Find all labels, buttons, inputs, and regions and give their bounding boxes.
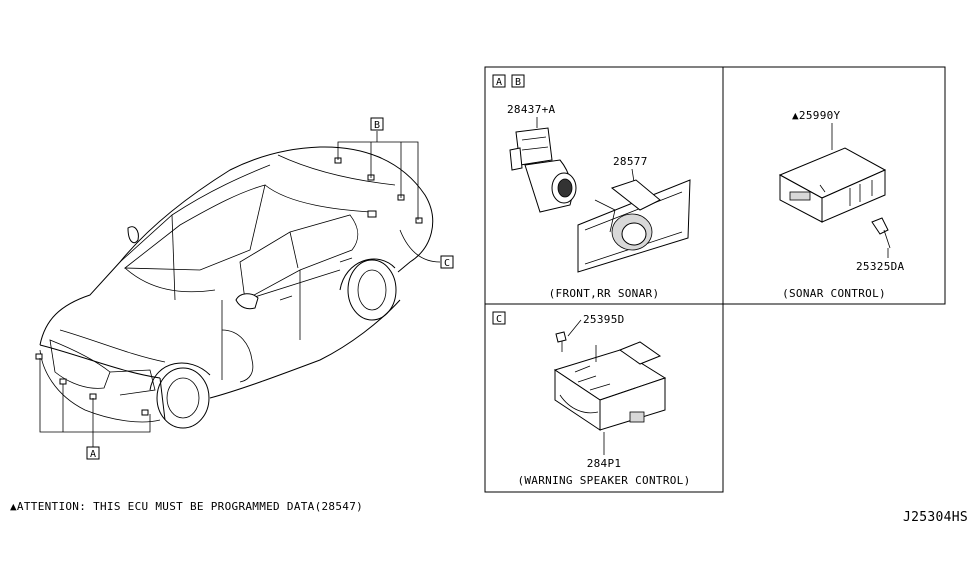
vehicle-illustration bbox=[35, 146, 434, 429]
attention-note: ▲ATTENTION: THIS ECU MUST BE PROGRAMMED … bbox=[10, 500, 363, 513]
svg-text:B: B bbox=[374, 120, 380, 131]
bolt-25325da-drawing bbox=[871, 217, 891, 249]
svg-text:B: B bbox=[515, 77, 521, 88]
part-number-speaker-control: 284P1 bbox=[587, 457, 622, 470]
svg-text:A: A bbox=[90, 449, 96, 460]
caption-warning-speaker: (WARNING SPEAKER CONTROL) bbox=[517, 474, 690, 487]
leader-lines-b bbox=[337, 131, 419, 220]
sonar-sensor-drawing bbox=[509, 127, 577, 213]
caption-sonar-control: (SONAR CONTROL) bbox=[782, 287, 886, 300]
callout-car-c: C bbox=[440, 255, 454, 269]
panel-grid bbox=[484, 66, 946, 493]
caption-front-rr-sonar: (FRONT,RR SONAR) bbox=[549, 287, 660, 300]
part-number-control-unit: ▲25990Y bbox=[792, 109, 841, 122]
callout-car-b: B bbox=[370, 117, 384, 131]
leader-lines-a bbox=[39, 358, 151, 447]
svg-text:C: C bbox=[444, 258, 450, 269]
part-number-bracket: 28577 bbox=[613, 155, 648, 168]
panel-front-rr-sonar: A B 28437+A 28577 (FRONT,RR SONAR) bbox=[492, 74, 691, 300]
diagram-code: J25304HS bbox=[903, 510, 968, 525]
leader-line-c bbox=[399, 229, 441, 263]
speaker-control-drawing bbox=[553, 341, 667, 431]
svg-text:A: A bbox=[496, 77, 502, 88]
part-number-sensor: 28437+A bbox=[507, 103, 556, 116]
part-number-bolt-2: 25395D bbox=[583, 313, 625, 326]
bolt-25395d-drawing bbox=[555, 331, 567, 352]
panel-warning-speaker-control: C 25395D 284P1 (WARNING SPEAKER CONTROL) bbox=[492, 311, 690, 487]
sonar-control-unit-drawing bbox=[778, 147, 887, 223]
part-number-bolt-1: 25325DA bbox=[856, 260, 905, 273]
sonar-bracket-drawing bbox=[577, 179, 691, 273]
svg-text:C: C bbox=[496, 314, 502, 325]
panel-sonar-control: ▲25990Y 25325DA (SONAR CONTROL) bbox=[778, 109, 905, 300]
callout-car-a: A bbox=[86, 446, 100, 460]
